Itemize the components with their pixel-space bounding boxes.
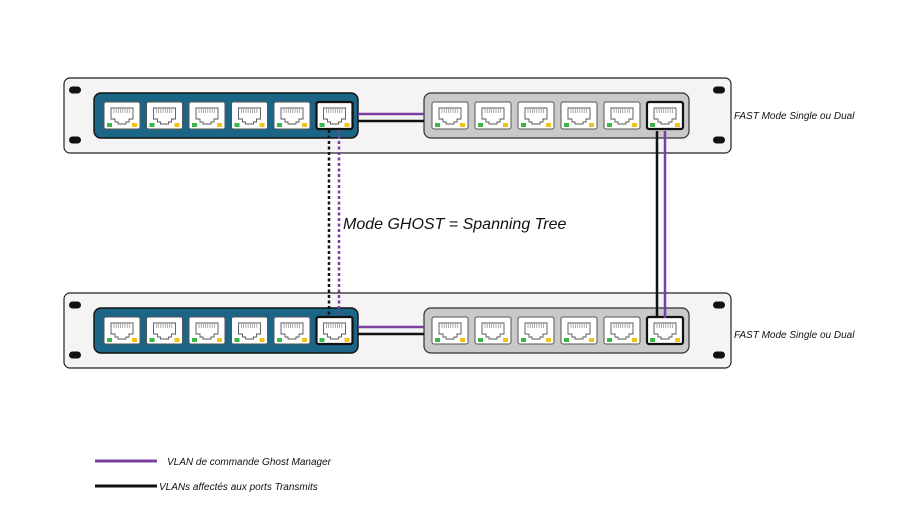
- blue-port-6-activity-led: [344, 338, 350, 342]
- gray-port-6-activity-led: [675, 123, 680, 127]
- blue-switch-group: [93, 307, 359, 354]
- gray-port-1-activity-led: [460, 123, 465, 127]
- gray-port-5: [603, 316, 641, 345]
- gray-port-3-link-led: [521, 123, 526, 127]
- blue-port-2-link-led: [149, 123, 155, 127]
- gray-port-1-link-led: [435, 338, 440, 342]
- blue-port-1-link-led: [107, 338, 112, 342]
- gray-port-1-activity-led: [460, 338, 465, 342]
- mount-hole: [69, 301, 81, 309]
- blue-port-2-activity-led: [174, 123, 180, 127]
- blue-port-6: [315, 315, 354, 346]
- blue-port-3-link-led: [192, 338, 197, 342]
- gray-port-3-link-led: [521, 338, 526, 342]
- gray-port-2-link-led: [478, 338, 483, 342]
- blue-port-4: [231, 101, 268, 130]
- ghost-mode-label: Mode GHOST = Spanning Tree: [343, 216, 566, 233]
- blue-port-1-activity-led: [132, 338, 137, 342]
- blue-port-4-link-led: [234, 338, 240, 342]
- gray-port-6: [645, 315, 685, 346]
- blue-switch-group: [93, 92, 359, 139]
- gray-port-6-activity-led: [675, 338, 680, 342]
- blue-port-5: [273, 101, 311, 130]
- blue-port-3-activity-led: [217, 338, 222, 342]
- gray-port-5-link-led: [607, 338, 612, 342]
- gray-port-5-activity-led: [632, 338, 637, 342]
- blue-port-4-activity-led: [259, 123, 265, 127]
- gray-port-4: [560, 101, 598, 130]
- blue-port-5-link-led: [277, 338, 282, 342]
- gray-port-2-activity-led: [503, 338, 508, 342]
- blue-port-2: [146, 101, 183, 130]
- gray-port-3: [517, 101, 555, 130]
- blue-port-6-activity-led: [344, 123, 350, 127]
- mount-hole: [713, 86, 725, 94]
- gray-port-1: [431, 101, 469, 130]
- blue-port-5-activity-led: [302, 123, 307, 127]
- blue-port-5-activity-led: [302, 338, 307, 342]
- blue-port-2: [146, 316, 183, 345]
- blue-port-3-activity-led: [217, 123, 222, 127]
- gray-port-2: [474, 101, 512, 130]
- blue-port-4: [231, 316, 268, 345]
- gray-port-3-activity-led: [546, 123, 551, 127]
- mount-hole: [713, 301, 725, 309]
- rack-2: [63, 292, 732, 369]
- blue-port-4-activity-led: [259, 338, 265, 342]
- mount-hole: [69, 136, 81, 144]
- rack1-label: FAST Mode Single ou Dual: [734, 111, 855, 122]
- blue-port-6: [315, 100, 354, 131]
- blue-port-3: [188, 316, 226, 345]
- racks-layer: [63, 77, 732, 369]
- blue-port-6-link-led: [319, 123, 325, 127]
- gray-port-5: [603, 101, 641, 130]
- gray-port-4: [560, 316, 598, 345]
- links-layer: [327, 112, 667, 336]
- gray-port-5-link-led: [607, 123, 612, 127]
- blue-port-2-activity-led: [174, 338, 180, 342]
- gray-port-6: [645, 100, 685, 131]
- gray-port-2-link-led: [478, 123, 483, 127]
- gray-switch-group: [423, 92, 690, 139]
- blue-port-1-link-led: [107, 123, 112, 127]
- mount-hole: [713, 136, 725, 144]
- gray-port-6-link-led: [650, 123, 655, 127]
- gray-port-4-activity-led: [589, 123, 594, 127]
- rack-1: [63, 77, 732, 154]
- blue-port-5-link-led: [277, 123, 282, 127]
- gray-port-6-link-led: [650, 338, 655, 342]
- gray-port-4-link-led: [564, 338, 569, 342]
- gray-port-1: [431, 316, 469, 345]
- legend: VLAN de commande Ghost Manager VLANs aff…: [95, 457, 332, 493]
- gray-port-2: [474, 316, 512, 345]
- blue-port-2-link-led: [149, 338, 155, 342]
- gray-port-2-activity-led: [503, 123, 508, 127]
- blue-port-3: [188, 101, 226, 130]
- blue-port-4-link-led: [234, 123, 240, 127]
- legend-command-label: VLAN de commande Ghost Manager: [167, 457, 332, 468]
- gray-port-3: [517, 316, 555, 345]
- blue-port-3-link-led: [192, 123, 197, 127]
- mount-hole: [69, 86, 81, 94]
- legend-transmit-label: VLANs affectés aux ports Transmits: [159, 482, 318, 493]
- blue-port-1-activity-led: [132, 123, 137, 127]
- gray-port-5-activity-led: [632, 123, 637, 127]
- gray-port-4-link-led: [564, 123, 569, 127]
- gray-port-3-activity-led: [546, 338, 551, 342]
- mount-hole: [69, 351, 81, 359]
- gray-port-1-link-led: [435, 123, 440, 127]
- mount-hole: [713, 351, 725, 359]
- blue-port-5: [273, 316, 311, 345]
- gray-port-4-activity-led: [589, 338, 594, 342]
- blue-port-6-link-led: [319, 338, 325, 342]
- blue-port-1: [103, 101, 141, 130]
- rack2-label: FAST Mode Single ou Dual: [734, 330, 855, 341]
- gray-switch-group: [423, 307, 690, 354]
- blue-port-1: [103, 316, 141, 345]
